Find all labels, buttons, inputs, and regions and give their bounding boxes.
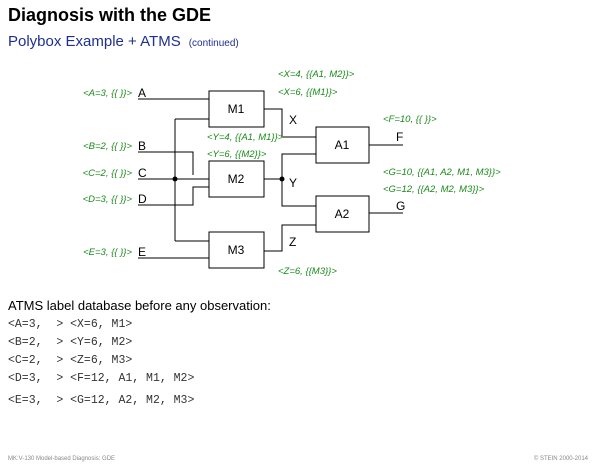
component-m3 [208,231,265,269]
pin-e: E [138,245,146,259]
component-m1-label: M1 [228,102,245,116]
atms-database: <A=3, > <X=6, M1> <B=2, > <Y=6, M2> <C=2… [8,316,194,410]
component-m2-label: M2 [228,172,245,186]
signal-x: X [289,113,297,127]
database-row: <C=2, > <Z=6, M3> [8,352,194,370]
label-y-2: <Y=6, {{M2}}> [207,149,267,160]
label-z-1: <Z=6, {{M3}}> [278,266,337,277]
footer-course: MK:V-130 Model-based Diagnosis: GDE [8,456,116,462]
label-x-1: <X=4, {{A1, M2}}> [278,69,355,80]
component-m2 [208,160,265,198]
database-heading: ATMS label database before any observati… [8,298,271,313]
row-right: > <G=12, A2, M2, M3> [56,394,195,407]
row-left: <D=3, [8,372,43,385]
row-left: <A=3, [8,318,43,331]
label-e: <E=3, {{ }}> [83,247,132,258]
component-m1 [208,90,265,128]
signal-y: Y [289,176,297,190]
row-left: <E=3, [8,394,43,407]
subtitle-text: Polybox Example + ATMS [8,33,181,50]
pin-d: D [138,192,147,206]
junction-dot-y [279,176,285,182]
signal-z: Z [289,235,296,249]
database-row: <E=3, > <G=12, A2, M2, M3> [8,392,194,410]
component-a1-label: A1 [335,138,350,152]
label-a: <A=3, {{ }}> [83,88,132,99]
component-m3-label: M3 [228,243,245,257]
pin-a: A [138,86,146,100]
circuit-wires [138,98,403,259]
output-f: F [396,130,403,144]
database-row: <A=3, > <X=6, M1> [8,316,194,334]
label-b: <B=2, {{ }}> [83,141,132,152]
label-y-1: <Y=4, {{A1, M1}}> [207,132,284,143]
slide-subtitle: Polybox Example + ATMS (continued) [8,33,239,50]
label-g-1: <G=10, {{A1, A2, M1, M3}}> [383,167,501,178]
row-right: > <Y=6, M2> [56,336,133,349]
slide-title: Diagnosis with the GDE [8,5,212,25]
label-g-2: <G=12, {{A2, M2, M3}}> [383,184,485,195]
database-row: <B=2, > <Y=6, M2> [8,334,194,352]
component-a2 [315,195,370,233]
label-c: <C=2, {{ }}> [83,168,133,179]
pin-c: C [138,166,147,180]
row-right: > <F=12, A1, M1, M2> [56,372,195,385]
label-d: <D=3, {{ }}> [83,194,133,205]
label-f-1: <F=10, {{ }}> [383,114,437,125]
output-g: G [396,199,405,213]
row-right: > <Z=6, M3> [56,354,133,367]
row-right: > <X=6, M1> [56,318,133,331]
row-left: <C=2, [8,354,43,367]
component-a1 [315,126,370,164]
row-left: <B=2, [8,336,43,349]
component-a2-label: A2 [335,207,350,221]
database-row: <D=3, > <F=12, A1, M1, M2> [8,370,194,388]
label-x-2: <X=6, {{M1}}> [278,87,338,98]
subtitle-note: (continued) [188,38,239,49]
pin-b: B [138,139,146,153]
footer-copyright: © STEIN 2000-2014 [533,456,588,462]
junction-dot-c [172,176,178,182]
